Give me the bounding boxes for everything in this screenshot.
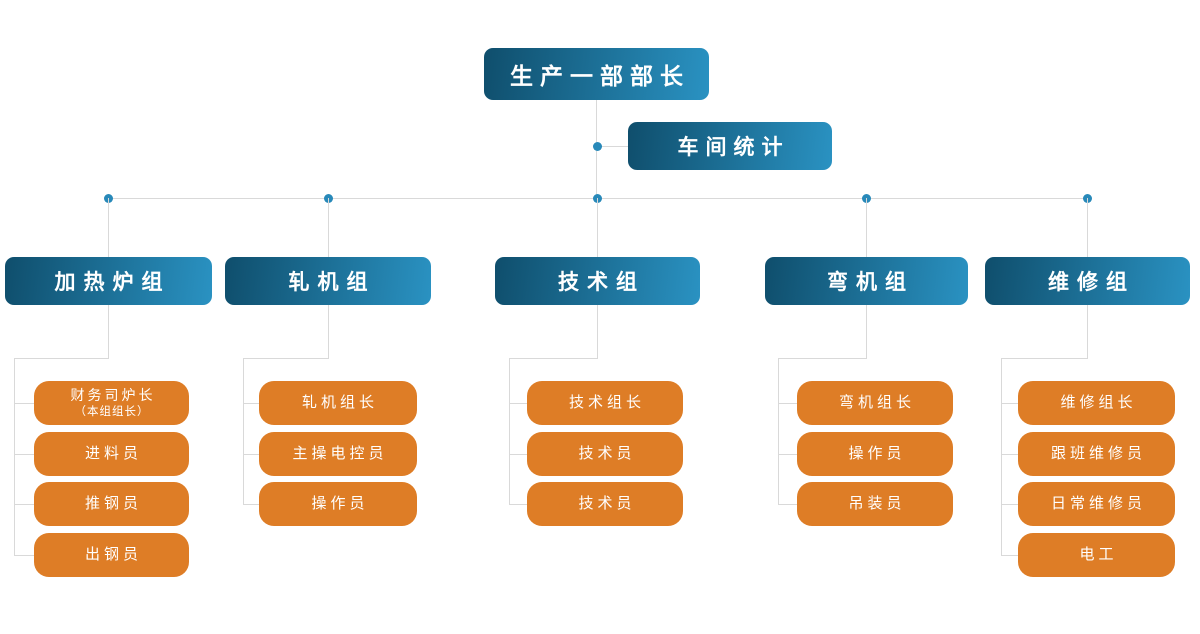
connector-child-stub (1001, 504, 1018, 505)
connector-child-rail (14, 358, 15, 555)
org-node-child: 电工 (1018, 533, 1175, 577)
org-node-group: 技术组 (495, 257, 700, 305)
org-node-child: 轧机组长 (259, 381, 417, 425)
connector-group-drop (597, 198, 598, 257)
connector-child-stub (1001, 555, 1018, 556)
org-node-child: 弯机组长 (797, 381, 953, 425)
connector-child-rail (509, 358, 510, 504)
org-node-child: 操作员 (259, 482, 417, 526)
connector-group-elbow-v (597, 305, 598, 358)
connector-group-elbow-h (509, 358, 598, 359)
connector-dot-staff (592, 141, 602, 151)
connector-group-elbow-v (328, 305, 329, 358)
org-node-child: 出钢员 (34, 533, 189, 577)
connector-group-elbow-h (14, 358, 109, 359)
connector-group-elbow-h (778, 358, 867, 359)
org-node-group: 维修组 (985, 257, 1190, 305)
connector-child-stub (509, 403, 527, 404)
connector-group-drop (866, 198, 867, 257)
org-node-child: 技术员 (527, 432, 683, 476)
connector-group-elbow-h (1001, 358, 1088, 359)
connector-child-stub (509, 504, 527, 505)
org-node-staff: 车间统计 (628, 122, 832, 170)
connector-child-stub (243, 454, 259, 455)
org-node-child-sublabel: （本组组长） (74, 405, 150, 418)
org-node-group: 加热炉组 (5, 257, 212, 305)
connector-child-stub (243, 504, 259, 505)
connector-group-drop (328, 198, 329, 257)
connector-group-drop (1087, 198, 1088, 257)
connector-child-stub (1001, 403, 1018, 404)
org-node-group: 轧机组 (225, 257, 431, 305)
connector-group-elbow-h (243, 358, 329, 359)
connector-child-stub (778, 504, 797, 505)
connector-child-stub (509, 454, 527, 455)
org-node-child: 日常维修员 (1018, 482, 1175, 526)
org-node-child: 维修组长 (1018, 381, 1175, 425)
connector-group-elbow-v (866, 305, 867, 358)
connector-child-stub (778, 403, 797, 404)
org-node-child-label: 财务司炉长 (70, 387, 156, 404)
org-node-child: 操作员 (797, 432, 953, 476)
connector-group-elbow-v (1087, 305, 1088, 358)
org-node-child: 技术组长 (527, 381, 683, 425)
connector-staff-stub (597, 146, 628, 147)
connector-group-drop (108, 198, 109, 257)
connector-child-rail (243, 358, 244, 504)
connector-child-stub (14, 454, 34, 455)
connector-group-elbow-v (108, 305, 109, 358)
connector-child-rail (1001, 358, 1002, 555)
connector-child-stub (14, 504, 34, 505)
connector-child-stub (14, 555, 34, 556)
org-node-root: 生产一部部长 (484, 48, 709, 100)
org-node-child: 进料员 (34, 432, 189, 476)
org-node-child: 财务司炉长（本组组长） (34, 381, 189, 425)
org-node-child: 吊装员 (797, 482, 953, 526)
connector-child-stub (14, 403, 34, 404)
connector-child-stub (1001, 454, 1018, 455)
org-node-child: 推钢员 (34, 482, 189, 526)
connector-child-stub (243, 403, 259, 404)
connector-child-rail (778, 358, 779, 504)
org-node-child: 主操电控员 (259, 432, 417, 476)
connector-child-stub (778, 454, 797, 455)
org-node-group: 弯机组 (765, 257, 968, 305)
org-node-child: 跟班维修员 (1018, 432, 1175, 476)
org-node-child: 技术员 (527, 482, 683, 526)
